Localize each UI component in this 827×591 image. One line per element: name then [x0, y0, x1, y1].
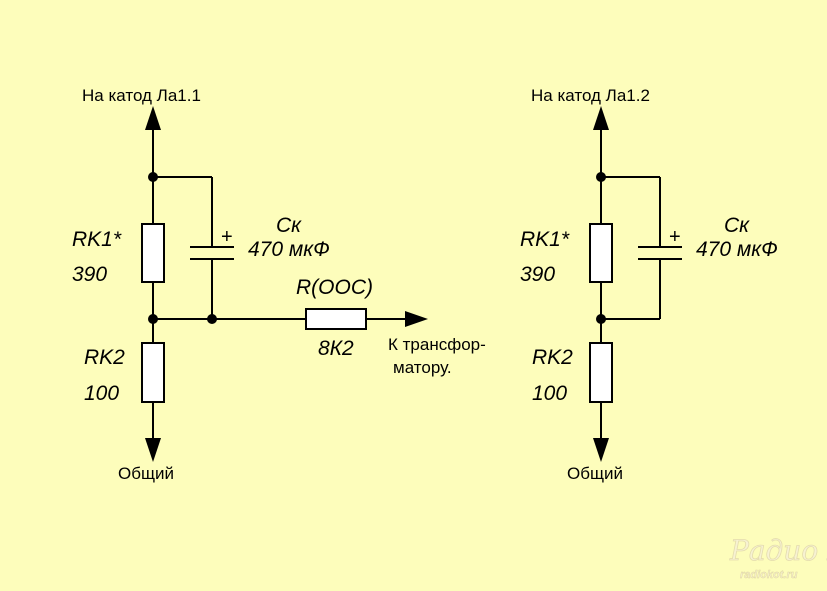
right-cap-name: Ск [724, 214, 750, 237]
right-rk2-name: RK2 [532, 346, 573, 369]
left-rk2-resistor [141, 342, 165, 403]
left-cap-value: 470 мкФ [248, 238, 330, 261]
left-junction-mid [148, 314, 158, 324]
right-rk1-resistor [589, 223, 613, 283]
right-junction-mid [596, 314, 606, 324]
right-top-label: На катод Ла1.2 [531, 86, 650, 105]
left-output-label-line2: матору. [393, 358, 452, 377]
left-rk1-resistor [141, 223, 165, 283]
left-rk1-value: 390 [72, 263, 107, 286]
right-junction-top [596, 172, 606, 182]
left-cap-polarity: + [221, 226, 233, 248]
left-output-label-line1: К трансфор- [388, 335, 486, 354]
watermark-logo: Радио КОТ [729, 534, 827, 567]
right-cap-polarity: + [669, 226, 681, 248]
right-rk2-value: 100 [532, 382, 567, 405]
watermark-site: radiokot.ru [740, 569, 798, 581]
right-bottom-arrow [593, 438, 609, 462]
left-junction-top [148, 172, 158, 182]
right-cap-value: 470 мкФ [696, 238, 778, 261]
left-cap-name: Ск [276, 214, 302, 237]
left-rk2-value: 100 [84, 382, 119, 405]
left-feedback-resistor [305, 308, 367, 330]
left-output-arrow [405, 311, 428, 327]
left-feedback-value: 8К2 [318, 337, 354, 360]
right-rk1-value: 390 [520, 263, 555, 286]
left-top-label: На катод Ла1.1 [82, 86, 201, 105]
left-top-arrow [145, 106, 161, 130]
right-top-arrow [593, 106, 609, 130]
right-rk2-resistor [589, 342, 613, 403]
left-junction-cap [207, 314, 217, 324]
left-rk2-name: RK2 [84, 346, 125, 369]
left-rk1-name: RK1* [72, 228, 122, 251]
right-bottom-label: Общий [567, 464, 623, 483]
right-circuit [589, 106, 682, 462]
right-rk1-name: RK1* [520, 228, 570, 251]
left-circuit [141, 106, 428, 462]
left-bottom-label: Общий [118, 464, 174, 483]
left-bottom-arrow [145, 438, 161, 462]
left-feedback-name: R(OOC) [296, 276, 373, 299]
